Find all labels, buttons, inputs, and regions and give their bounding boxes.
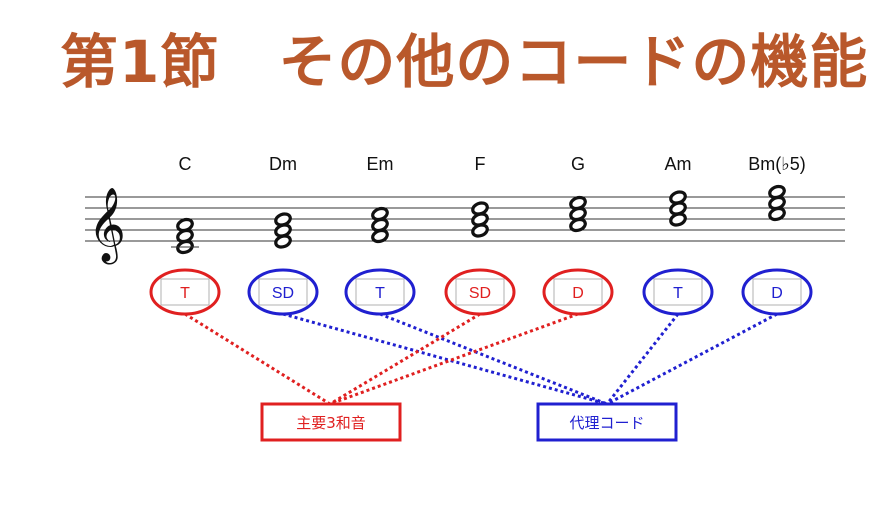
function-oval [247, 268, 319, 316]
slide-title: 第1節 その他のコードの機能 [60, 28, 869, 96]
connector-line [282, 312, 608, 406]
function-box [553, 278, 603, 306]
function-box [355, 278, 405, 306]
function-label: SD [469, 285, 491, 302]
chord-name: Dm [269, 154, 297, 174]
connector-line [329, 312, 579, 406]
whole-note [768, 184, 786, 200]
connector-line [329, 312, 481, 406]
whole-note [569, 195, 587, 211]
primary-group-box [260, 402, 402, 442]
chord-name: Bm(♭5) [748, 154, 806, 174]
whole-note [274, 212, 292, 227]
function-oval [444, 268, 516, 316]
connector-line [606, 312, 778, 406]
connector-line [605, 313, 680, 405]
substitute-group-label: 代理コード [569, 414, 644, 432]
function-label: D [771, 285, 783, 302]
function-oval [149, 268, 221, 316]
substitute-group-box [536, 402, 678, 442]
function-box [752, 278, 802, 306]
music-staff: 𝄞 [85, 188, 845, 265]
chord-name: Em [367, 154, 394, 174]
function-oval [741, 268, 813, 316]
chord-name: G [571, 154, 585, 174]
connector-line [184, 312, 331, 406]
function-label: T [673, 285, 683, 302]
connector-line [379, 312, 608, 406]
function-oval [344, 268, 416, 316]
treble-clef-icon: 𝄞 [88, 188, 126, 265]
chord-name: F [475, 154, 486, 174]
whole-note [371, 206, 389, 222]
primary-group-label: 主要3和音 [296, 414, 366, 432]
function-box [160, 278, 210, 306]
function-label: T [180, 285, 190, 302]
function-oval [642, 268, 714, 316]
function-oval [542, 268, 614, 316]
whole-note [669, 190, 687, 205]
whole-note [471, 201, 489, 216]
chord-name: Am [665, 154, 692, 174]
function-label: D [572, 285, 584, 302]
function-label: SD [272, 285, 294, 302]
function-label: T [375, 285, 385, 302]
function-box [455, 278, 505, 306]
function-box [653, 278, 703, 306]
function-box [258, 278, 308, 306]
whole-note [176, 217, 194, 233]
chord-name: C [179, 154, 192, 174]
